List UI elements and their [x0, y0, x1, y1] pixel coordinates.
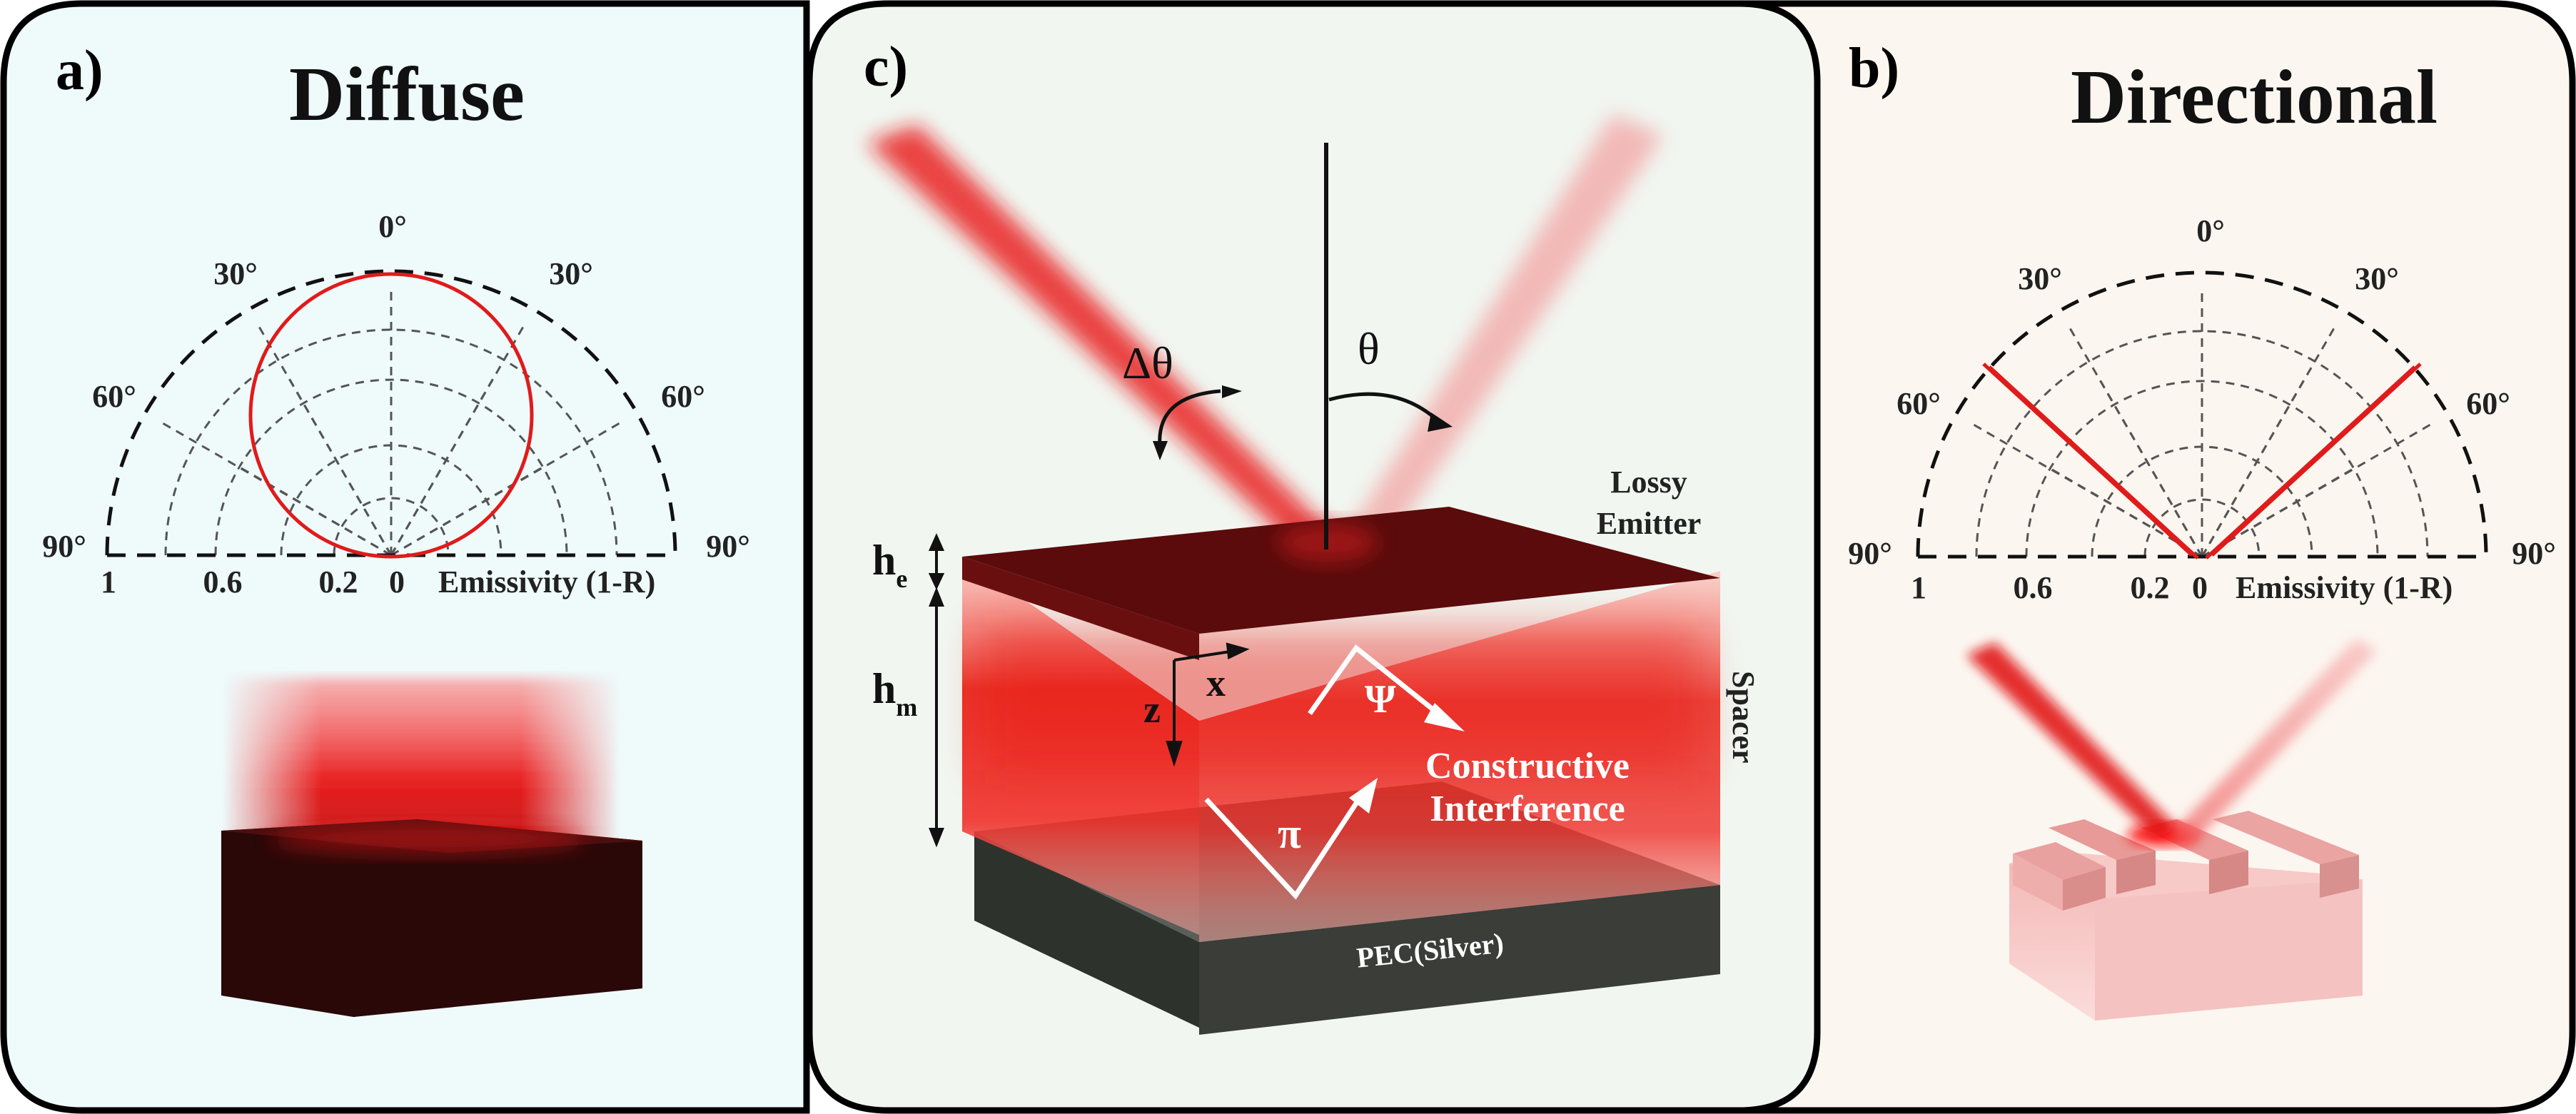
- pec-layer-side: [1199, 885, 1720, 1035]
- panel-b-title: Directional: [2071, 55, 2438, 140]
- psi-label: Ψ: [1365, 677, 1396, 721]
- angle-label-90-right-b: 90°: [2512, 536, 2556, 571]
- radial-tick-1: 1: [101, 564, 116, 599]
- panel-b: b) Directional: [1709, 0, 2576, 1114]
- delta-theta-label: Δθ: [1122, 338, 1173, 388]
- grating-emitter: [2009, 811, 2363, 1021]
- polar-plot-diffuse: [105, 269, 677, 559]
- panel-a: a) Diffuse 0° 30°: [0, 0, 810, 1114]
- pi-label: π: [1278, 810, 1301, 857]
- polar-outer-arc-b: [1916, 270, 2488, 557]
- angle-label-60-left-b: 60°: [1896, 386, 1941, 421]
- angle-label-30-left: 30°: [213, 256, 258, 291]
- hm-label: hm: [872, 665, 917, 721]
- angle-label-30-right: 30°: [549, 256, 593, 291]
- radial-tick-0.2-b: 0.2: [2131, 570, 2170, 605]
- polar-plot-directional: [1916, 270, 2488, 559]
- constructive-interference-line2: Interference: [1430, 789, 1625, 829]
- radial-tick-0.6-b: 0.6: [2014, 570, 2053, 605]
- delta-theta-arrow: [1158, 389, 1221, 447]
- angle-label-90-right: 90°: [706, 529, 750, 564]
- spacer-label: Spacer: [1726, 671, 1761, 764]
- angle-label-0: 0°: [378, 209, 407, 244]
- angle-label-60-right: 60°: [661, 379, 705, 414]
- angle-label-90-left-b: 90°: [1848, 536, 1892, 571]
- radial-tick-0.6: 0.6: [203, 564, 243, 599]
- lossy-emitter-label-2: Emitter: [1597, 506, 1702, 541]
- radial-tick-0: 0: [389, 564, 405, 599]
- angle-label-0-b: 0°: [2196, 213, 2225, 248]
- panel-c: c) Δθ θ Lossy Emi: [806, 0, 1821, 1114]
- constructive-interference-line1: Constructive: [1425, 746, 1630, 786]
- directional-beam-right: [2170, 639, 2377, 846]
- diffuse-emission-curve: [248, 272, 534, 559]
- angle-label-30-right-b: 30°: [2355, 261, 2399, 296]
- he-label: he: [872, 537, 907, 593]
- angle-label-60-left: 60°: [92, 379, 136, 414]
- polar-outer-arc: [105, 269, 677, 556]
- theta-arrow: [1328, 392, 1440, 422]
- pec-layer-front: [974, 831, 1199, 1028]
- x-axis-label: x: [1206, 662, 1226, 704]
- thickness-markers: [928, 533, 945, 848]
- theta-label: θ: [1358, 323, 1380, 374]
- coordinate-axes: [1166, 642, 1250, 767]
- radial-tick-1-b: 1: [1911, 570, 1926, 605]
- reflected-beam: [1342, 114, 1663, 564]
- lossy-emitter-label-1: Lossy: [1610, 465, 1687, 500]
- angle-label-30-left-b: 30°: [2018, 261, 2062, 296]
- incident-beam: [867, 125, 1342, 564]
- panel-a-tag: a): [56, 39, 103, 102]
- layered-emitter-structure: [962, 507, 1720, 1035]
- directional-emission-lobes: [1982, 363, 2422, 559]
- diffuse-emitter-block: [221, 819, 642, 1017]
- directional-beam-left: [1966, 642, 2177, 839]
- radial-tick-0-b: 0: [2192, 570, 2208, 605]
- panel-b-tag: b): [1849, 37, 1899, 100]
- panel-c-tag: c): [864, 36, 908, 98]
- lossy-emitter-front: [962, 557, 1199, 660]
- lossy-emitter-top: [962, 507, 1720, 634]
- emissivity-axis-label: Emissivity (1-R): [438, 564, 655, 599]
- angle-label-60-right-b: 60°: [2466, 386, 2510, 421]
- emissivity-axis-label-b: Emissivity (1-R): [2236, 570, 2453, 605]
- radial-tick-0.2: 0.2: [319, 564, 358, 599]
- angle-label-90-left: 90°: [42, 529, 86, 564]
- z-axis-label: z: [1143, 688, 1161, 731]
- interference-arrows: [1204, 644, 1448, 900]
- panel-a-title: Diffuse: [289, 52, 525, 137]
